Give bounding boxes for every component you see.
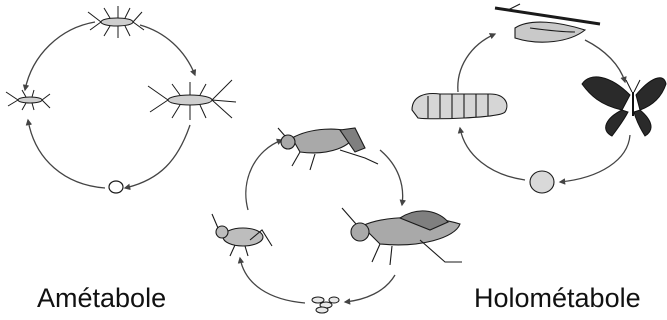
cycle-arrow bbox=[125, 125, 190, 188]
eggs-icon bbox=[312, 297, 339, 313]
cycle-arrow bbox=[246, 140, 282, 210]
cycle-arrow bbox=[140, 25, 195, 75]
cycle-arrow bbox=[560, 135, 630, 182]
cycle-arrow bbox=[585, 40, 625, 82]
cycle-arrow bbox=[460, 128, 525, 180]
young-silverfish-icon bbox=[6, 90, 50, 110]
ametabolous-cycle bbox=[6, 6, 236, 193]
flying-grasshopper-icon bbox=[342, 208, 462, 265]
cycle-arrow bbox=[28, 120, 105, 188]
cycle-arrow bbox=[25, 22, 95, 90]
cycle-arrow bbox=[345, 275, 395, 302]
cycle-arrow bbox=[458, 34, 495, 92]
cycle-arrow bbox=[380, 150, 403, 205]
chrysalis-icon bbox=[495, 4, 600, 42]
egg-icon bbox=[109, 181, 123, 193]
caterpillar-icon bbox=[412, 94, 507, 119]
butterfly-icon bbox=[582, 77, 666, 136]
juvenile-silverfish-icon bbox=[88, 6, 144, 38]
nymph-icon bbox=[212, 214, 272, 256]
holometabole-label: Holométabole bbox=[474, 283, 641, 314]
ametabole-label: Amétabole bbox=[37, 283, 166, 314]
butterfly-egg-icon bbox=[530, 171, 554, 193]
adult-silverfish-icon bbox=[148, 80, 236, 120]
hemimetabolous-cycle bbox=[212, 128, 462, 313]
cycle-arrow bbox=[240, 258, 305, 303]
holometabolous-cycle bbox=[412, 4, 666, 193]
adult-grasshopper-icon bbox=[278, 128, 378, 170]
